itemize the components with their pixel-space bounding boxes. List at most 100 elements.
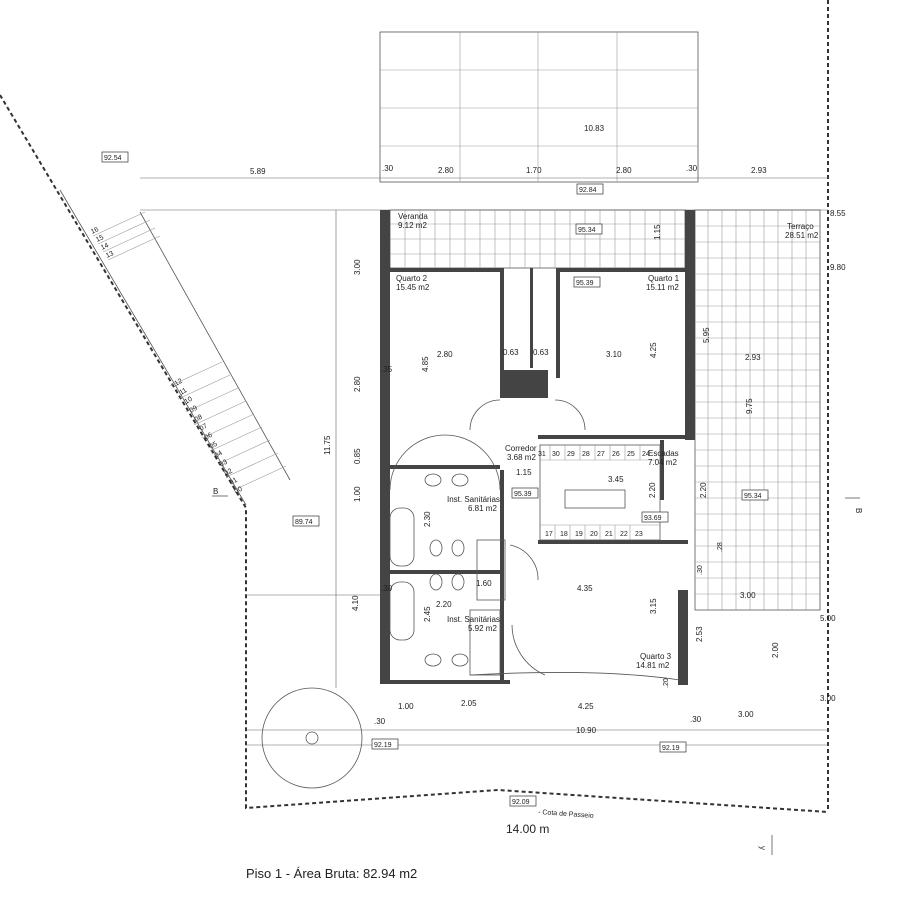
dim-label: 3.00 — [738, 710, 754, 719]
dim-label: 2.80 — [616, 166, 632, 175]
dim-label: 2.05 — [461, 699, 477, 708]
dim-label: .28 — [717, 542, 724, 552]
dim-label: 1.00 — [353, 486, 362, 502]
dim-label: 1.70 — [526, 166, 542, 175]
stair-step-label: 02 — [224, 468, 234, 478]
level-label: 92.09 — [512, 799, 530, 806]
stair-step-label: 23 — [635, 531, 643, 538]
tree-symbol — [261, 687, 363, 789]
stair-step-label: 18 — [560, 531, 568, 538]
stair-step-label: 00 — [234, 486, 244, 496]
stair-step-label: 25 — [627, 451, 635, 458]
room-labels: Veranda 9.12 m2 Terraço 28.51 m2 Quarto … — [396, 212, 819, 820]
room-area-corredor: 3.68 m2 — [507, 453, 536, 462]
stair-step-label: 30 — [552, 451, 560, 458]
dim-label: 10.90 — [576, 726, 597, 735]
room-area-veranda: 9.12 m2 — [398, 221, 427, 230]
dim-label: 2.53 — [695, 626, 704, 642]
top-dimensions: 10.83 5.89 .30 2.80 1.70 2.80 .30 2.93 — [250, 124, 767, 176]
room-name-inst2: Inst. Sanitárias — [447, 615, 500, 624]
section-marks: B B y — [212, 487, 863, 855]
stair-step-label: 14 — [100, 242, 110, 252]
dim-label: 4.10 — [351, 595, 360, 611]
dim-label: 1.00 — [398, 702, 414, 711]
exterior-stair: 16 15 14 13 12 11 10 09 08 07 06 05 04 0… — [59, 189, 291, 506]
dim-label: .35 — [381, 365, 393, 374]
stair-step-label: 04 — [214, 450, 224, 460]
bathtub-icon — [389, 581, 415, 641]
dim-label: 4.35 — [577, 584, 593, 593]
sink-icon — [424, 653, 442, 667]
bidet-icon — [451, 573, 465, 591]
dim-label: 10.83 — [584, 124, 605, 133]
stair-step-label: 01 — [229, 477, 239, 487]
stair-step-label: 11 — [179, 387, 189, 397]
dim-label: 4.85 — [421, 356, 430, 372]
stair-step-label: 07 — [199, 423, 209, 433]
dim-label: 2.80 — [437, 350, 453, 359]
veranda-grid — [389, 209, 686, 269]
level-label: 95.39 — [576, 280, 594, 287]
dim-label: 9.75 — [745, 398, 754, 414]
level-label: 89.74 — [295, 519, 313, 526]
dim-label: 2.00 — [771, 642, 780, 658]
dim-label: 3.00 — [820, 694, 836, 703]
sink-icon — [451, 473, 469, 487]
level-label: 95.39 — [514, 491, 532, 498]
interior-stair: 31 30 29 28 27 26 25 24 17 18 19 20 21 2… — [538, 444, 661, 541]
stair-step-label: 29 — [567, 451, 575, 458]
dim-label: 3.00 — [740, 591, 756, 600]
room-area-inst1: 6.81 m2 — [468, 504, 497, 513]
room-name-escadas: Escadas — [648, 449, 679, 458]
dim-label: 8.55 — [830, 209, 846, 218]
room-area-quarto3: 14.81 m2 — [636, 661, 670, 670]
interior-dimensions: 2.80 0.63 0.63 3.10 4.85 4.25 5.95 1.15 … — [374, 224, 780, 735]
bidet-icon — [451, 539, 465, 557]
sink-icon — [424, 473, 442, 487]
dim-label: 5.95 — [702, 327, 711, 343]
dim-label: 1.60 — [476, 579, 492, 588]
dim-label: 2.20 — [699, 482, 708, 498]
dim-label: 0.63 — [533, 348, 549, 357]
stair-step-label: 17 — [545, 531, 553, 538]
dim-label: 9.80 — [830, 263, 846, 272]
dim-label: 3.00 — [353, 259, 362, 275]
dim-label: 2.20 — [436, 600, 452, 609]
house-walls — [380, 210, 695, 685]
section-mark-right: B — [854, 508, 863, 513]
stair-step-label: 26 — [612, 451, 620, 458]
level-label: 92.19 — [374, 742, 392, 749]
dim-label: 1.15 — [516, 468, 532, 477]
stair-step-label: 05 — [209, 441, 219, 451]
scale-label: 14.00 m — [506, 822, 550, 836]
dim-label: 2.93 — [751, 166, 767, 175]
section-mark-left: B — [213, 487, 218, 496]
stair-step-label: 19 — [575, 531, 583, 538]
dim-label: .30 — [686, 164, 698, 173]
room-name-inst1: Inst. Sanitárias — [447, 495, 500, 504]
dim-label: 5.89 — [250, 167, 266, 176]
dim-label: .20 — [663, 678, 670, 688]
stair-step-label: 20 — [590, 531, 598, 538]
dim-label: 0.63 — [503, 348, 519, 357]
dim-label: 2.30 — [423, 511, 432, 527]
level-label: 95.34 — [578, 227, 596, 234]
dim-label: .30 — [382, 164, 394, 173]
dim-label: 11.75 — [323, 435, 332, 455]
terrace-grid — [694, 209, 821, 611]
level-label: 92.84 — [579, 187, 597, 194]
room-name-veranda: Veranda — [398, 212, 428, 221]
right-dimensions: 8.55 9.80 5.00 3.00 — [820, 209, 846, 703]
room-name-corredor: Corredor — [505, 444, 537, 453]
dim-label: .30 — [697, 565, 704, 575]
stair-step-label: 09 — [189, 405, 199, 415]
room-name-quarto3: Quarto 3 — [640, 652, 672, 661]
dim-label: 5.00 — [820, 614, 836, 623]
stair-step-label: 31 — [538, 451, 546, 458]
left-dimensions: 3.00 2.80 0.85 1.00 11.75 4.10 — [323, 259, 362, 611]
stair-step-label: 21 — [605, 531, 613, 538]
level-label: 92.19 — [662, 745, 680, 752]
sink-icon — [451, 653, 469, 667]
axis-mark-y: y — [758, 846, 767, 850]
dim-label: 1.15 — [653, 224, 662, 240]
